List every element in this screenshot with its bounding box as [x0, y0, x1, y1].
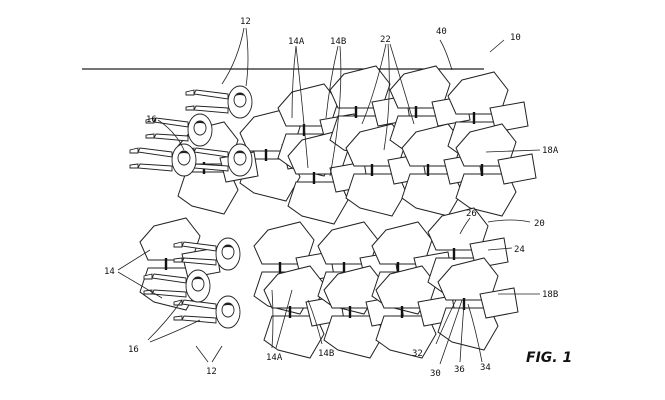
label-34: 34	[480, 363, 491, 373]
upper-passengers	[129, 85, 253, 177]
passenger	[185, 85, 253, 119]
label-10: 10	[510, 33, 521, 43]
label-16-bottom: 16	[128, 345, 139, 355]
label-14a-bottom: 14A	[266, 353, 283, 363]
label-16-top: 16	[146, 115, 157, 125]
label-24: 24	[514, 245, 525, 255]
label-14: 14	[104, 267, 115, 277]
label-14a-top: 14A	[288, 37, 305, 47]
label-12-top: 12	[240, 17, 251, 27]
label-20: 20	[534, 219, 545, 229]
passenger	[173, 295, 241, 329]
label-32: 32	[412, 349, 423, 359]
upper-seat-row	[176, 64, 538, 226]
label-18a: 18A	[542, 146, 559, 156]
passenger-lying	[129, 143, 197, 177]
label-30: 30	[430, 369, 441, 379]
label-14b-bottom: 14B	[318, 349, 334, 359]
label-22: 22	[380, 35, 391, 45]
label-36: 36	[454, 365, 465, 375]
figure-caption: FIG. 1	[526, 350, 572, 366]
label-26: 26	[466, 209, 477, 219]
label-40: 40	[436, 27, 447, 37]
label-12-bottom: 12	[206, 367, 217, 377]
reference-labels: 12 14A 14B 22 40 10 16 18A 26 20 24 18B …	[104, 17, 572, 379]
label-18b: 18B	[542, 290, 558, 300]
leader-lines	[117, 27, 541, 365]
label-14b-top: 14B	[330, 37, 346, 47]
